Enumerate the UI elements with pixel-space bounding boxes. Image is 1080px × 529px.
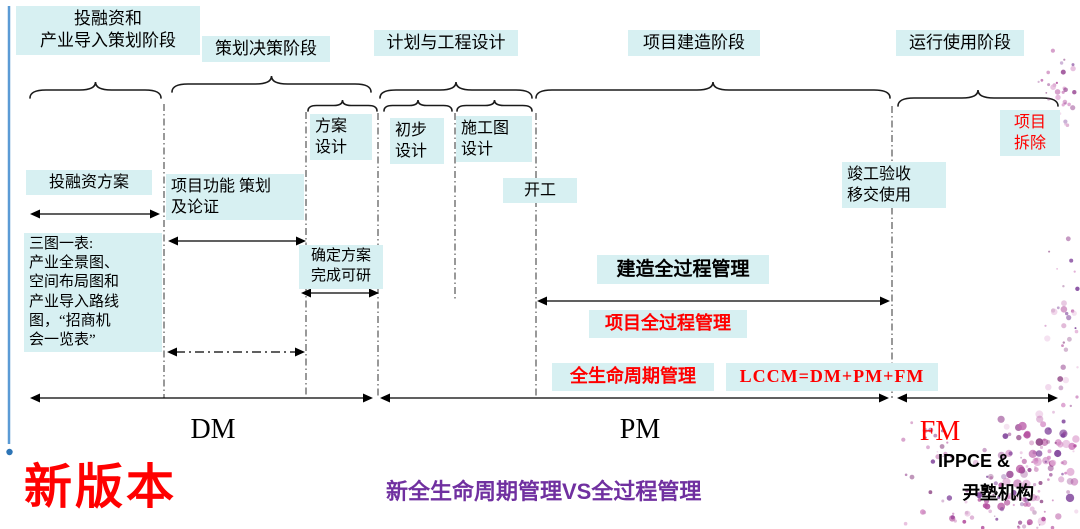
note-three-diagrams-one-table: 三图一表: 产业全景图、 空间布局图和 产业导入路线 图，“招商机 会一览表” xyxy=(24,233,162,353)
footer-new-version: 新版本 xyxy=(24,461,178,514)
phase-label-investment-intro-planning: 投融资和 产业导入策划阶段 xyxy=(16,6,200,55)
milestone-function-planning: 项目功能 策划 及论证 xyxy=(166,174,304,221)
stage-label-construction-drawing-design: 施工图 设计 xyxy=(456,116,532,163)
milestone-confirm-scheme-feasibility: 确定方案 完成可研 xyxy=(299,245,383,289)
arrowhead-right xyxy=(1048,393,1058,403)
phase-label-operation-use: 运行使用阶段 xyxy=(896,30,1024,57)
phase-brace xyxy=(307,99,378,112)
arrowhead-right xyxy=(880,296,890,306)
phase-brace xyxy=(29,81,162,99)
phase-label-plan-engineering-design: 计划与工程设计 xyxy=(374,30,518,57)
footer-org-ippce: IPPCE & xyxy=(938,451,1011,471)
span-label-construction-whole-process: 建造全过程管理 xyxy=(597,255,769,285)
arrowhead-left xyxy=(380,393,390,403)
phase-brace xyxy=(535,81,891,99)
arrowhead-left xyxy=(30,393,40,403)
arrowhead-left xyxy=(168,236,178,246)
arrowhead-left xyxy=(301,288,311,298)
span-label-full-lifecycle: 全生命周期管理 xyxy=(552,363,714,391)
stage-label-scheme-design: 方案 设计 xyxy=(310,114,372,161)
milestone-financing-plan: 投融资方案 xyxy=(26,170,152,196)
phase-label-planning-decision: 策划决策阶段 xyxy=(202,36,330,63)
footer-org-yinshu: 尹塾机构 xyxy=(962,483,1034,503)
stage-label-project-demolition: 项目 拆除 xyxy=(1000,110,1060,157)
segment-label-pm: PM xyxy=(619,414,661,445)
arrowhead-right xyxy=(295,347,305,357)
arrowhead-right xyxy=(150,209,160,219)
milestone-construction-kickoff: 开工 xyxy=(503,178,577,204)
arrowhead-left xyxy=(897,393,907,403)
phase-brace xyxy=(379,81,533,99)
span-label-project-whole-process: 项目全过程管理 xyxy=(589,310,747,338)
particle-decoration xyxy=(901,48,1080,529)
arrowhead-left xyxy=(537,296,547,306)
arrowhead-right xyxy=(363,393,373,403)
phase-brace xyxy=(456,99,533,112)
arrowhead-left xyxy=(167,347,177,357)
arrowhead-right xyxy=(369,288,379,298)
segment-label-fm: FM xyxy=(919,416,961,447)
span-label-lccm-formula: LCCM=DM+PM+FM xyxy=(726,363,938,391)
segment-label-dm: DM xyxy=(190,414,236,445)
phase-label-project-construction: 项目建造阶段 xyxy=(628,30,760,57)
phase-brace xyxy=(897,89,1059,107)
left-accent-dot xyxy=(6,448,13,456)
milestone-completion-handover: 竣工验收 移交使用 xyxy=(842,162,946,209)
arrowhead-right xyxy=(296,236,306,246)
phase-brace xyxy=(171,75,372,93)
phase-brace xyxy=(383,99,453,112)
stage-label-preliminary-design: 初步 设计 xyxy=(390,118,444,165)
arrowhead-left xyxy=(30,209,40,219)
footer-subtitle: 新全生命周期管理VS全过程管理 xyxy=(386,479,702,504)
arrowhead-right xyxy=(879,393,889,403)
